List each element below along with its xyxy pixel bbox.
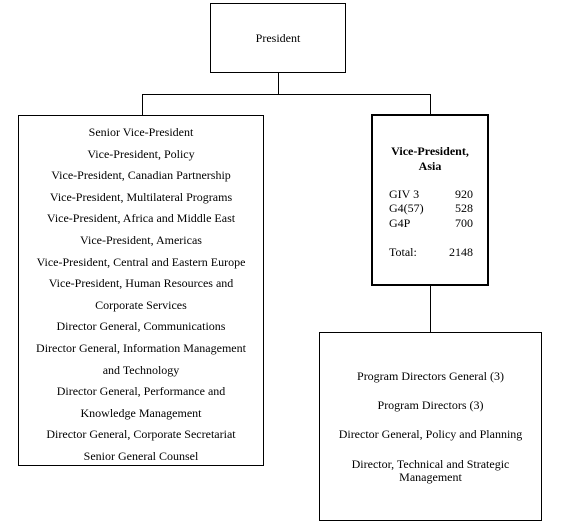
report-item-line2: Management: [399, 470, 462, 484]
connector-right-drop: [430, 94, 431, 114]
executive-row: Vice-President, Human Resources and: [48, 276, 234, 291]
connector-horizontal: [142, 94, 431, 95]
executives-box: Senior Vice-President Vice-President, Po…: [18, 115, 264, 466]
grade-value: 700: [455, 216, 473, 230]
total-label: Total:: [389, 245, 417, 259]
total-row: Total: 2148: [389, 245, 473, 259]
connector-vp-asia-down: [430, 286, 431, 332]
report-item: Program Directors General (3): [357, 369, 504, 383]
grade-label: G4(57): [389, 201, 424, 215]
executive-row: Corporate Services: [95, 297, 187, 312]
total-value: 2148: [449, 245, 473, 259]
president-label: President: [255, 30, 301, 45]
grade-label: G4P: [389, 216, 411, 230]
executive-row: Director General, Corporate Secretariat: [46, 427, 236, 442]
grade-row: G4(57) 528: [389, 201, 473, 215]
executive-row: Vice-President, Multilateral Programs: [49, 189, 233, 204]
vp-asia-box: Vice-President, Asia GIV 3 920 G4(57) 52…: [371, 114, 489, 286]
executive-row: Vice-President, Africa and Middle East: [46, 211, 236, 226]
grade-value: 920: [455, 187, 473, 201]
grade-row: G4P 700: [389, 216, 473, 230]
report-item-line1: Director, Technical and Strategic: [351, 457, 510, 471]
vp-asia-title-line1: Vice-President,: [391, 144, 469, 158]
grade-label: GIV 3: [389, 187, 420, 201]
executive-row: Vice-President, Canadian Partnership: [51, 168, 231, 183]
vp-asia-title-line2: Asia: [418, 159, 442, 173]
report-item: Program Directors (3): [377, 398, 484, 412]
executive-row: Director General, Information Management: [36, 340, 246, 355]
grade-value: 528: [455, 201, 473, 215]
executive-row: Knowledge Management: [80, 405, 202, 420]
report-item-technical: Director, Technical and Strategic Manage…: [324, 458, 537, 484]
executive-row: Vice-President, Central and Eastern Euro…: [36, 254, 246, 269]
executive-row: Senior General Counsel: [83, 448, 199, 463]
executive-row: Senior Vice-President: [88, 125, 194, 139]
president-box: President: [210, 3, 346, 73]
executive-row: Director General, Communications: [56, 319, 226, 334]
connector-left-drop: [142, 94, 143, 115]
executive-row: and Technology: [102, 362, 180, 377]
executive-row: Vice-President, Policy: [87, 146, 195, 161]
executive-row: Vice-President, Americas: [80, 232, 202, 247]
executive-row: Director General, Performance and: [56, 384, 226, 399]
vp-asia-title: Vice-President, Asia: [373, 144, 487, 174]
report-item: Director General, Policy and Planning: [338, 427, 523, 441]
connector-president-down: [278, 73, 279, 94]
vp-asia-reports-box: Program Directors General (3) Program Di…: [319, 332, 542, 521]
grade-row: GIV 3 920: [389, 187, 473, 201]
